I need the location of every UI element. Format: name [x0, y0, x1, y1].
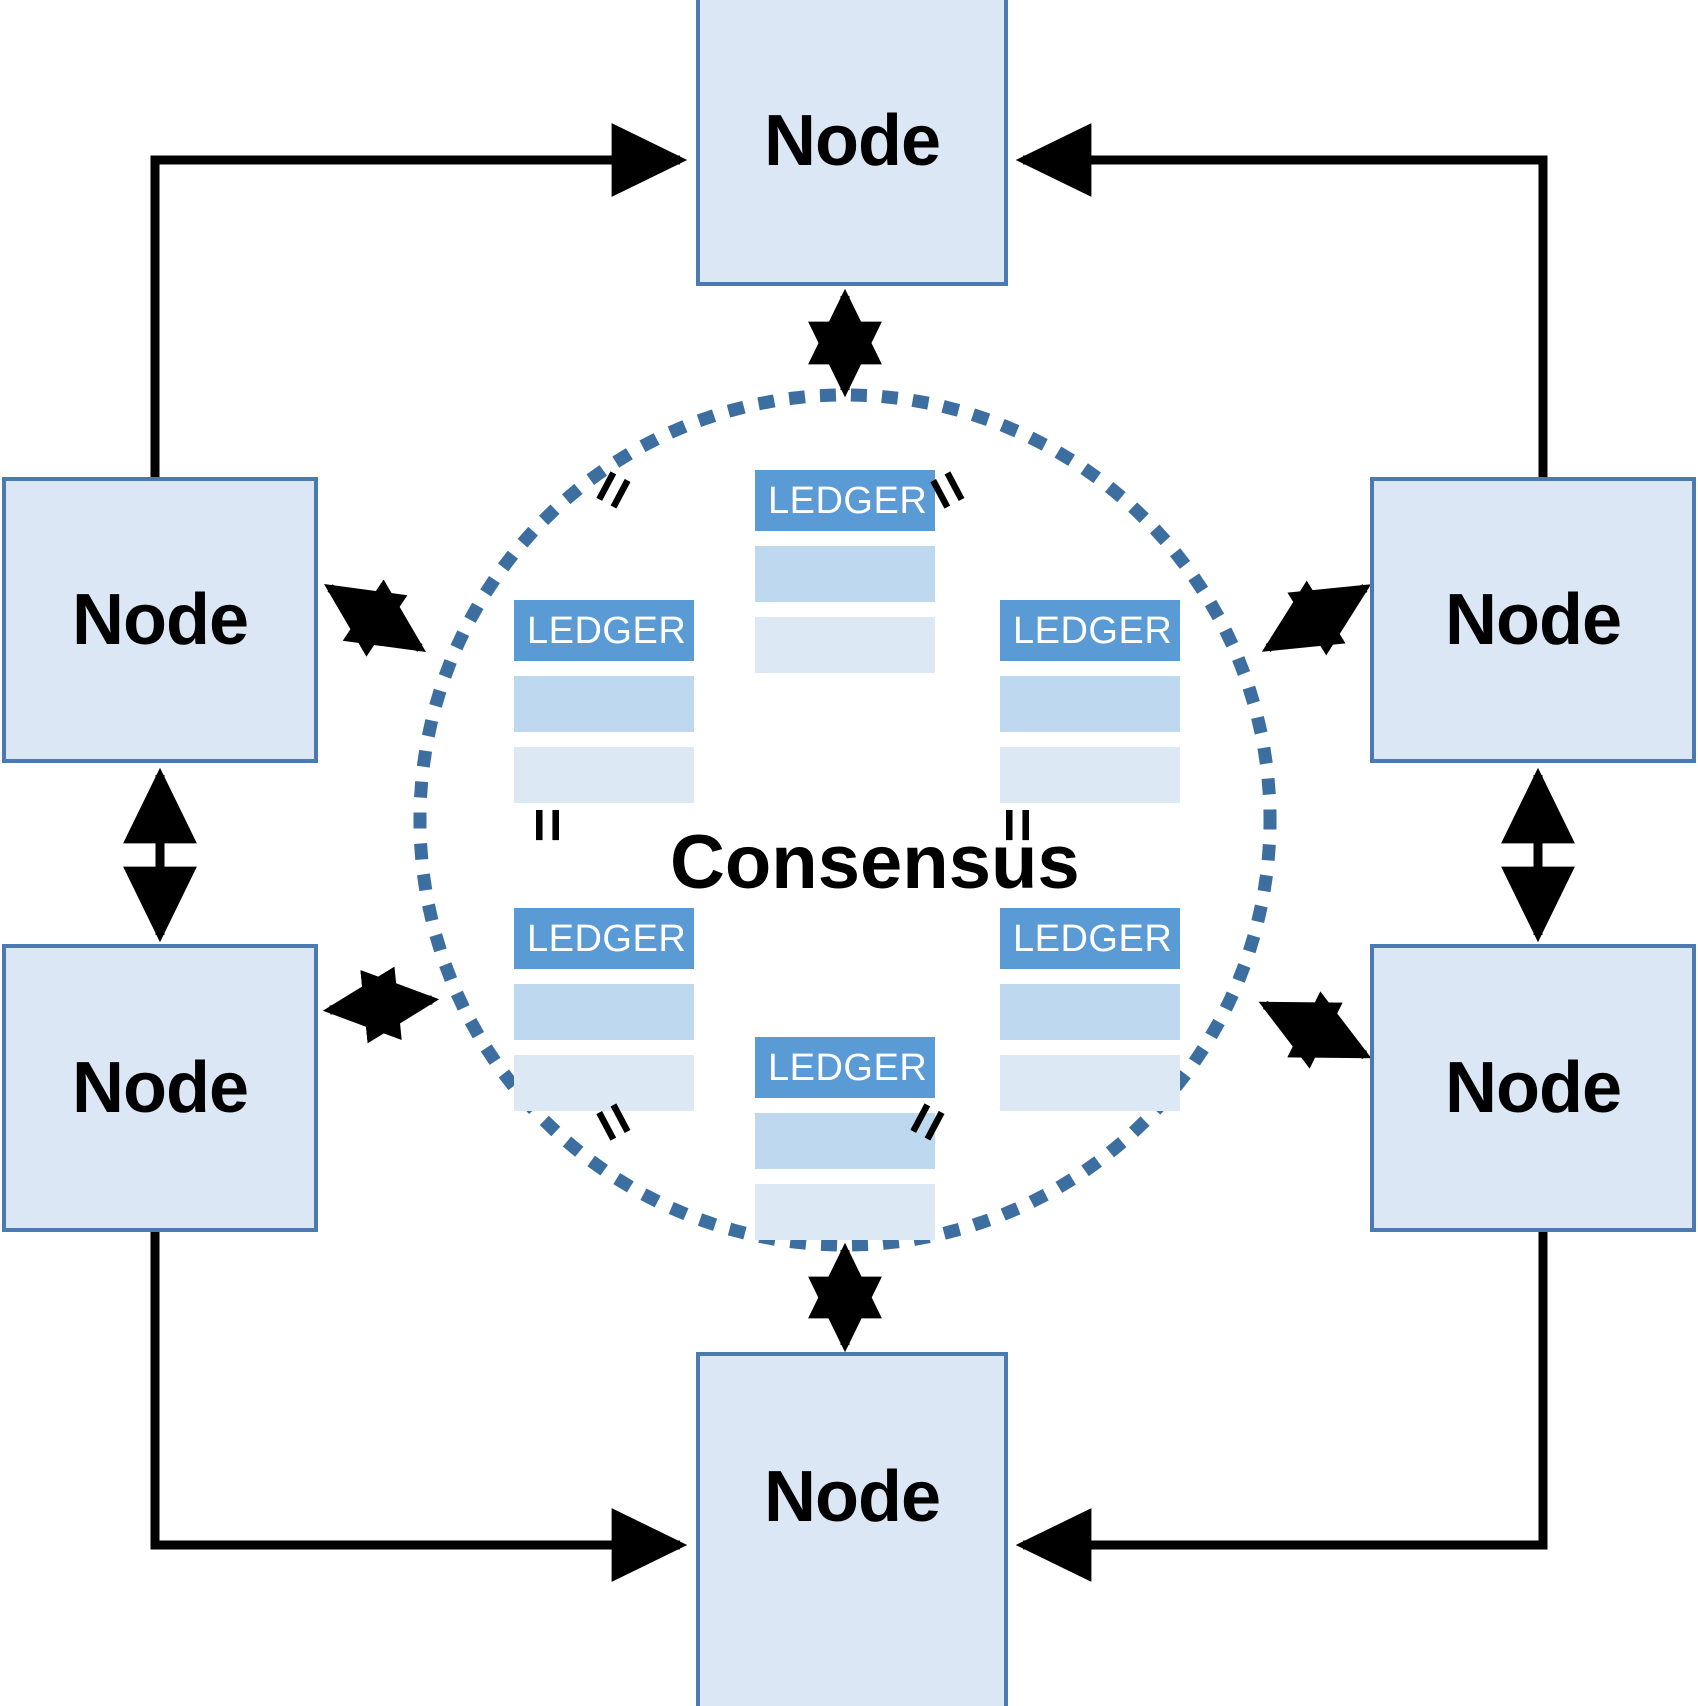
node-left-upper[interactable]: Node	[2, 477, 318, 763]
node-right-lower-label: Node	[1445, 1048, 1622, 1128]
ledger-top-header: LEDGER	[755, 470, 935, 531]
ledger-bottom-bar-2	[755, 1184, 935, 1240]
node-top-label: Node	[764, 101, 941, 181]
ledger-left-lower: LEDGER	[514, 908, 694, 1111]
ledger-left-upper-bar-2	[514, 747, 694, 803]
ledger-bottom-bar-1	[755, 1113, 935, 1169]
ledger-left-lower-header: LEDGER	[514, 908, 694, 969]
ledger-right-upper-bar-1	[1000, 676, 1180, 732]
ledger-right-upper-header: LEDGER	[1000, 600, 1180, 661]
consensus-circle	[413, 388, 1277, 1252]
connector-rightlower-to-bottom	[1015, 1156, 1580, 1582]
node-bottom-label: Node	[764, 1457, 941, 1537]
ledger-left-lower-bar-1	[514, 984, 694, 1040]
connector-leftupper-to-top	[118, 123, 688, 549]
ledger-left-upper: LEDGER	[514, 600, 694, 803]
node-left-lower-label: Node	[72, 1048, 249, 1128]
ledger-right-upper-bar-2	[1000, 747, 1180, 803]
connector-leftlower-to-bottom	[118, 1156, 688, 1582]
node-bottom[interactable]: Node	[696, 1352, 1008, 1706]
node-right-upper[interactable]: Node	[1370, 477, 1696, 763]
ledger-left-upper-bar-1	[514, 676, 694, 732]
connector-rightupper-to-circle	[1261, 580, 1372, 656]
ledger-right-lower-header: LEDGER	[1000, 908, 1180, 969]
ledger-right-upper: LEDGER	[1000, 600, 1180, 803]
ledger-right-lower-bar-2	[1000, 1055, 1180, 1111]
ledger-bottom-header: LEDGER	[755, 1037, 935, 1098]
node-left-lower[interactable]: Node	[2, 944, 318, 1232]
ledger-right-lower: LEDGER	[1000, 908, 1180, 1111]
ledger-left-upper-header: LEDGER	[514, 600, 694, 661]
ledger-left-lower-bar-2	[514, 1055, 694, 1111]
connector-leftupper-to-circle	[324, 579, 426, 657]
equals-mid-left-icon: =	[514, 807, 582, 843]
connector-leftlower-to-circle	[322, 966, 440, 1044]
ledger-top-bar-1	[755, 546, 935, 602]
connector-rightupper-to-top	[1015, 123, 1580, 549]
node-left-upper-label: Node	[72, 580, 249, 660]
node-right-upper-label: Node	[1445, 580, 1622, 660]
node-top[interactable]: Node	[696, 0, 1008, 286]
ledger-top: LEDGER	[755, 470, 935, 673]
ledger-bottom: LEDGER	[755, 1037, 935, 1240]
node-right-lower[interactable]: Node	[1370, 944, 1696, 1232]
consensus-label: Consensus	[670, 820, 1080, 905]
connector-rightlower-to-circle	[1258, 991, 1372, 1069]
ledger-top-bar-2	[755, 617, 935, 673]
ledger-right-lower-bar-1	[1000, 984, 1180, 1040]
